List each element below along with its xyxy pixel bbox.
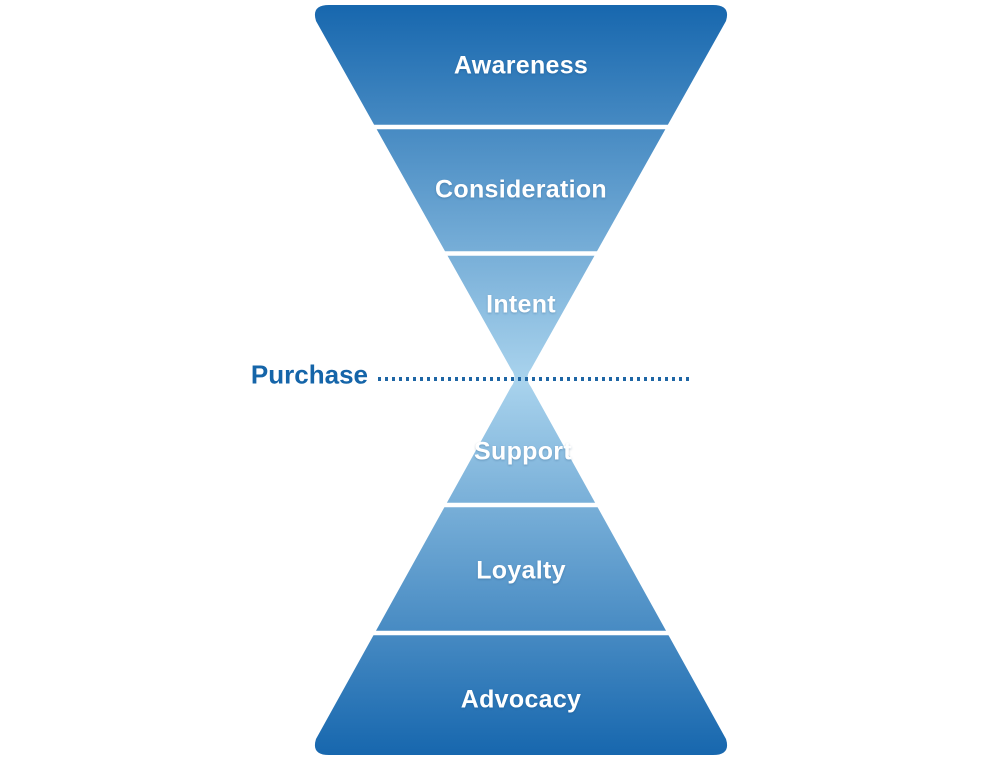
purchase-label: Purchase [250, 359, 368, 390]
stage-label-advocacy: Advocacy [460, 685, 582, 714]
purchase-dotted-line [378, 377, 693, 381]
stage-label-awareness: Awareness [453, 51, 589, 80]
stage-label-intent: Intent [486, 290, 556, 319]
stage-label-consideration: Consideration [435, 175, 607, 204]
stage-label-support: Support [474, 437, 572, 466]
stage-label-loyalty: Loyalty [476, 556, 566, 585]
